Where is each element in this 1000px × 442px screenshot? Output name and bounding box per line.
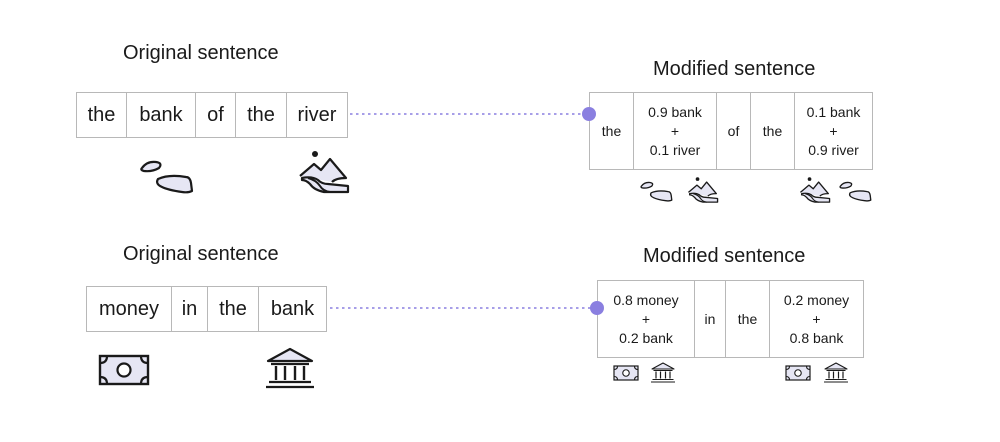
modified-sentence-title-2: Modified sentence xyxy=(643,245,806,267)
river-landscape-icon xyxy=(296,149,352,195)
river-landscape-icon xyxy=(686,176,720,204)
word-cell: river xyxy=(297,103,337,126)
river-landscape-icon xyxy=(798,176,832,204)
word-cell: bank xyxy=(270,297,315,320)
modified-cell: the xyxy=(751,93,795,169)
word-cell: money xyxy=(87,287,172,331)
original-sentence-2: money in the bank xyxy=(86,286,327,332)
word-cell: in xyxy=(172,287,208,331)
bank-building-icon xyxy=(650,362,676,383)
riverbank-icon xyxy=(137,155,195,197)
word-cell: the xyxy=(208,287,259,331)
word-cell: bank xyxy=(127,93,196,137)
modified-cell: in xyxy=(695,281,726,357)
modified-sentence-title-1: Modified sentence xyxy=(653,58,816,80)
modified-cell: the xyxy=(590,93,634,169)
original-sentence-1: the bank of the river xyxy=(76,92,348,138)
original-sentence-title-1: Original sentence xyxy=(123,42,279,64)
word-cell: the xyxy=(236,93,287,137)
bank-building-icon xyxy=(823,362,849,383)
bank-building-icon xyxy=(264,347,316,389)
modified-cell: 0.8 money+0.2 bank xyxy=(598,281,695,357)
modified-cell: 0.2 money+0.8 bank xyxy=(783,291,850,346)
connector-dot-1 xyxy=(582,107,596,121)
modified-cell: 0.1 bank+0.9 river xyxy=(806,103,861,158)
modified-sentence-1: the 0.9 bank+0.1 river of the 0.1 bank+0… xyxy=(589,92,873,170)
banknote-icon xyxy=(785,365,811,381)
modified-cell: 0.9 bank+0.1 river xyxy=(634,93,717,169)
banknote-icon xyxy=(613,365,639,381)
word-cell: of xyxy=(196,93,236,137)
riverbank-icon xyxy=(639,178,673,204)
riverbank-icon xyxy=(838,178,872,204)
word-cell: the xyxy=(77,93,127,137)
modified-sentence-2: 0.8 money+0.2 bank in the 0.2 money+0.8 … xyxy=(597,280,864,358)
connector-dot-2 xyxy=(590,301,604,315)
banknote-icon xyxy=(98,354,150,386)
modified-cell: the xyxy=(726,281,770,357)
modified-cell: of xyxy=(717,93,751,169)
original-sentence-title-2: Original sentence xyxy=(123,243,279,265)
